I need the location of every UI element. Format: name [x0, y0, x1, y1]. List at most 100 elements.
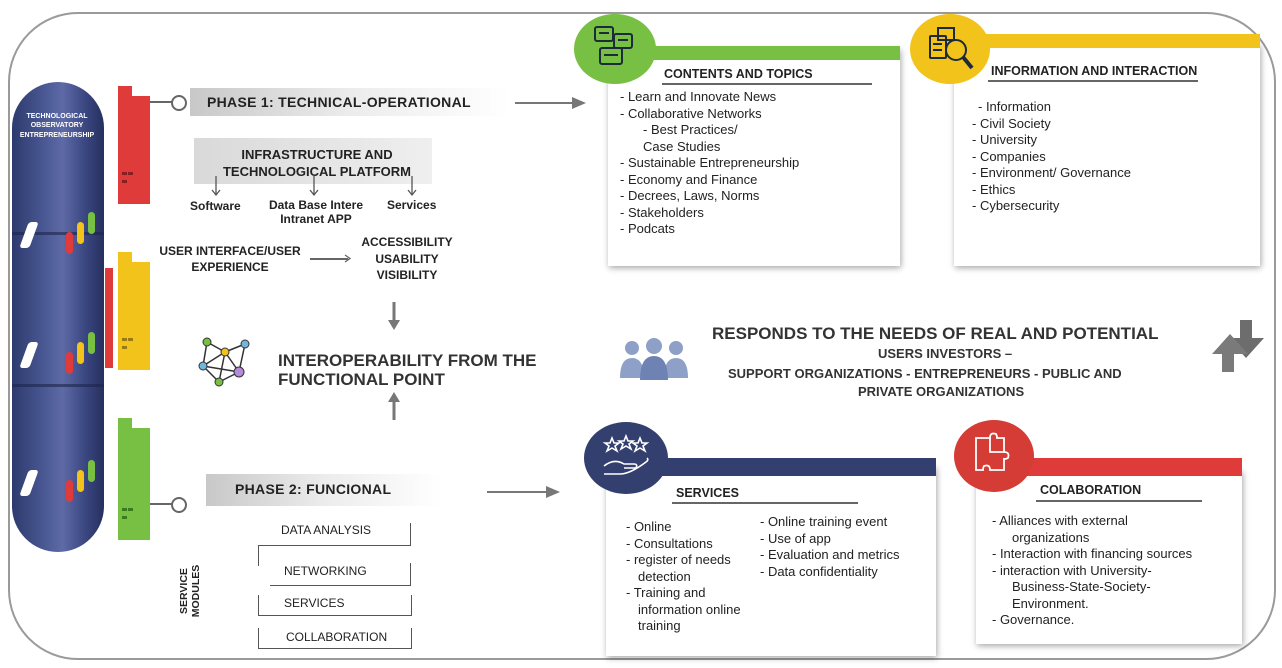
arrow-head-icon — [572, 97, 586, 109]
collaboration-underline — [1036, 500, 1202, 502]
red-light — [66, 232, 73, 254]
yellow-light — [77, 222, 84, 244]
contents-underline — [662, 83, 872, 85]
list-item: organizations — [1012, 529, 1090, 545]
service-modules-label: SERVICE MODULES — [178, 564, 202, 618]
module-networking: NETWORKING — [284, 564, 367, 578]
collaboration-title: COLABORATION — [1040, 483, 1142, 497]
list-item: - Governance. — [992, 612, 1075, 627]
collaboration-box — [976, 470, 1242, 644]
list-item: detection — [638, 568, 691, 584]
list-item: - Economy and Finance — [620, 171, 758, 187]
stars-hand-icon — [602, 434, 650, 475]
module-box — [258, 628, 412, 649]
down-arrow-icon — [388, 302, 400, 330]
list-item: - Alliances with external — [992, 513, 1128, 528]
responds-line2: USERS INVESTORS – — [878, 346, 1013, 361]
green-light — [88, 212, 95, 234]
module-box — [270, 523, 411, 546]
list-item: - University — [972, 132, 1038, 147]
module-box — [258, 595, 412, 616]
services-underline — [672, 502, 858, 504]
users-icon — [620, 338, 688, 380]
magnifier-icon — [929, 27, 974, 70]
phase2-title: PHASE 2: FUNCIONAL — [235, 481, 392, 497]
infra-title: INFRASTRUCTURE AND TECHNOLOGICAL PLATFOR… — [222, 147, 411, 179]
phase2-arrow — [487, 491, 549, 493]
list-item: - Data confidentiality — [760, 563, 878, 579]
module-services: SERVICES — [284, 596, 345, 610]
list-item: - Environment/ Governance — [972, 165, 1131, 180]
list-item: - Best Practices/ — [643, 122, 738, 137]
red-light — [66, 480, 73, 502]
responds-line1: RESPONDS TO THE NEEDS OF REAL AND POTENT… — [712, 324, 1159, 343]
list-item: - Learn and Innovate News — [620, 89, 777, 104]
list-item: - Use of app — [760, 530, 831, 546]
accessibility-label: ACCESSIBILITY USABILITY VISIBILITY — [361, 235, 453, 282]
information-bar — [954, 34, 1260, 48]
software-label: Software — [190, 199, 241, 213]
list-item: - interaction with University- — [992, 562, 1152, 578]
list-item: training — [638, 618, 681, 633]
phase1-title: PHASE 1: TECHNICAL-OPERATIONAL — [207, 94, 471, 110]
list-item: - Ethics — [972, 181, 1016, 197]
green-light — [88, 332, 95, 354]
chat-icon — [594, 26, 633, 65]
yellow-light — [77, 342, 84, 364]
list-item: - Stakeholders — [620, 204, 704, 220]
pin-line — [150, 503, 172, 505]
list-item: - Information — [978, 99, 1051, 114]
services-title: SERVICES — [676, 486, 739, 500]
contents-bar — [608, 46, 900, 60]
pin-circle — [171, 497, 187, 513]
services-box — [606, 466, 936, 656]
module-connector — [258, 545, 273, 566]
infra-box — [194, 138, 432, 184]
list-item: - Online training event — [760, 514, 888, 529]
interoperability-title: INTEROPERABILITY FROM THE FUNCTIONAL POI… — [278, 351, 537, 389]
exchange-arrows-icon — [1212, 320, 1264, 372]
arrow-head-icon — [546, 486, 560, 498]
infra-branch-arrows — [211, 176, 417, 197]
list-item: - Podcats — [620, 221, 675, 236]
list-item: - Training and — [626, 585, 706, 600]
information-list: - Information - Civil Society - Universi… — [972, 99, 1131, 215]
list-item: Environment. — [1012, 595, 1089, 611]
information-circle — [910, 14, 990, 84]
module-box — [270, 563, 411, 586]
list-item: - Interaction with financing sources — [992, 546, 1193, 561]
ui-arrow — [310, 258, 348, 260]
information-title: INFORMATION AND INTERACTION — [991, 64, 1198, 78]
collaboration-list: - Alliances with external organizations … — [992, 513, 1192, 629]
pin-line — [150, 101, 172, 103]
green-light — [88, 460, 95, 482]
services-bar — [606, 458, 936, 476]
phase2-folder — [118, 418, 150, 540]
list-item: information online — [638, 601, 741, 617]
list-item: - Sustainable Entrepreneurship — [620, 155, 800, 170]
database-label: Data Base Intere Intranet APP — [268, 198, 364, 226]
list-item: - Collaborative Networks — [620, 105, 762, 121]
module-data-analysis: DATA ANALYSIS — [281, 523, 372, 537]
phase1-header-bg — [190, 88, 510, 116]
information-underline — [988, 80, 1198, 82]
responds-line3: SUPPORT ORGANIZATIONS - ENTREPRENEURS - … — [728, 366, 1122, 381]
arrow-head-icon — [344, 254, 352, 263]
network-icon — [198, 337, 250, 387]
collaboration-bar — [976, 458, 1242, 476]
cylinder-band — [12, 232, 104, 235]
collaboration-circle — [954, 420, 1034, 492]
diagram-frame — [8, 12, 1276, 660]
list-item: - Consultations — [626, 535, 713, 551]
ui-ux-label: USER INTERFACE/USER EXPERIENCE — [159, 244, 301, 274]
middle-folder — [118, 252, 150, 370]
list-item: - Companies — [972, 148, 1046, 164]
module-collaboration: COLLABORATION — [286, 630, 388, 644]
list-item: - Cybersecurity — [972, 198, 1060, 213]
yellow-light — [77, 470, 84, 492]
responds-line4: PRIVATE ORGANIZATIONS — [858, 384, 1025, 399]
contents-list: - Learn and Innovate News - Collaborativ… — [620, 89, 799, 238]
observatory-title: TECHNOLOGICAL OBSERVATORY ENTREPRENEURSH… — [19, 113, 95, 139]
up-arrow-icon — [388, 392, 400, 420]
list-item: - Online — [626, 519, 672, 534]
